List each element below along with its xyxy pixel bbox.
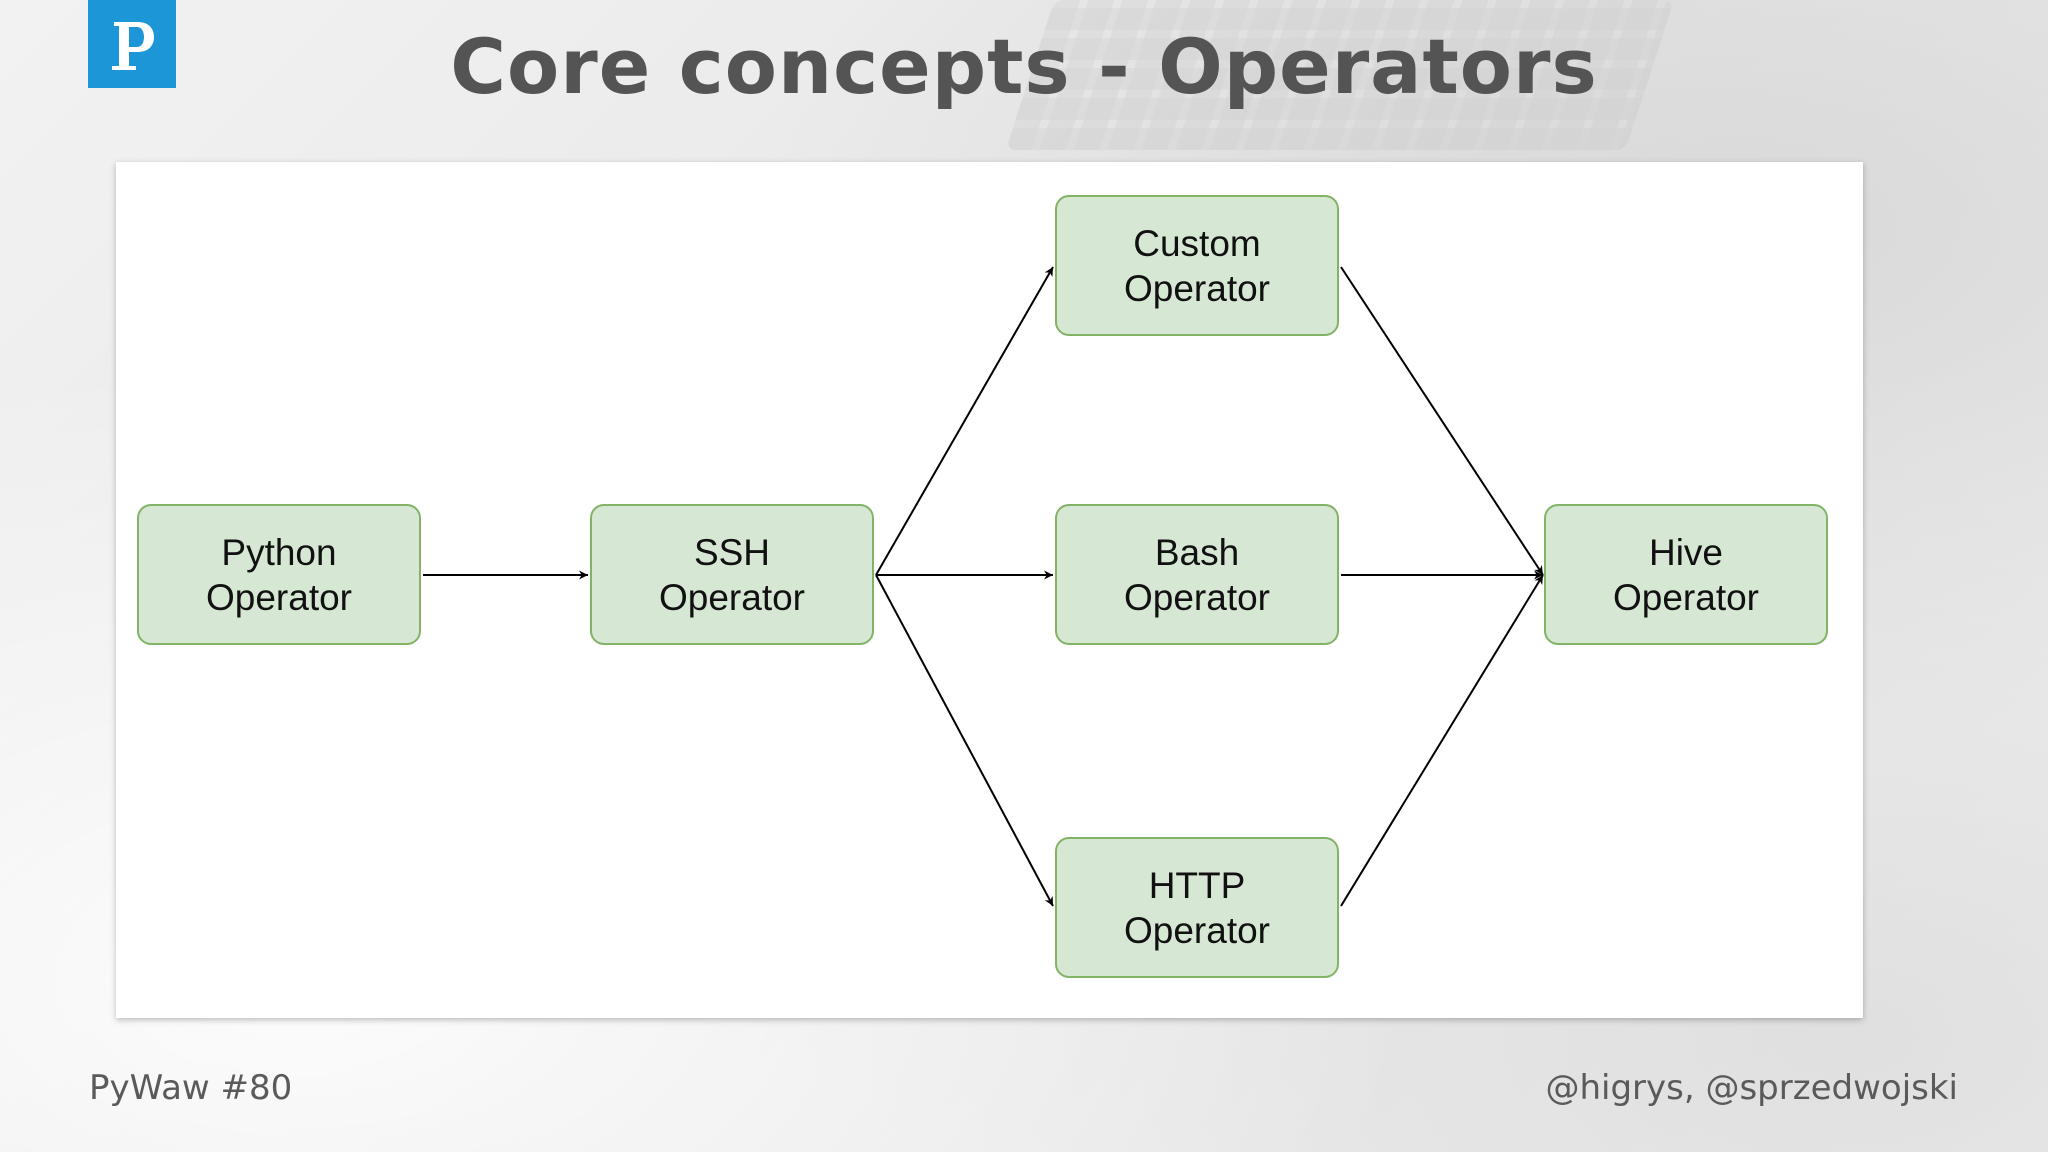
node-hive-operator: Hive Operator bbox=[1544, 504, 1828, 645]
slide-title: Core concepts - Operators bbox=[450, 22, 1598, 111]
node-label-line1: HTTP bbox=[1148, 864, 1246, 906]
node-label-line2: Operator bbox=[1123, 267, 1270, 309]
pywaw-logo-icon bbox=[88, 0, 176, 88]
node-bash-operator: Bash Operator bbox=[1055, 504, 1339, 645]
node-label-line1: Python bbox=[221, 531, 337, 573]
node-label-line2: Operator bbox=[658, 576, 805, 618]
node-python-operator: Python Operator bbox=[137, 504, 421, 645]
node-label-line2: Operator bbox=[1123, 576, 1270, 618]
node-label-line2: Operator bbox=[205, 576, 352, 618]
node-label-line1: Custom bbox=[1133, 222, 1261, 264]
edge-http-hive bbox=[1340, 574, 1544, 907]
diagram-edges bbox=[423, 266, 1544, 907]
node-label-line1: Hive bbox=[1648, 531, 1724, 573]
node-label-line2: Operator bbox=[1612, 576, 1759, 618]
node-label-line1: Bash bbox=[1154, 531, 1240, 573]
node-label-line1: SSH bbox=[693, 531, 771, 573]
logo-glyph bbox=[112, 22, 154, 70]
edge-custom-hive bbox=[1340, 266, 1544, 576]
edge-ssh-custom bbox=[875, 266, 1054, 576]
edge-ssh-http bbox=[875, 574, 1054, 907]
footer-authors-label: @higrys, @sprzedwojski bbox=[1545, 1068, 1958, 1108]
footer-event-label: PyWaw #80 bbox=[89, 1068, 293, 1108]
diagram-card: Python Operator SSH Operator Custom Oper… bbox=[116, 162, 1863, 1018]
node-ssh-operator: SSH Operator bbox=[590, 504, 874, 645]
node-http-operator: HTTP Operator bbox=[1055, 837, 1339, 978]
node-label-line2: Operator bbox=[1123, 909, 1270, 951]
node-custom-operator: Custom Operator bbox=[1055, 195, 1339, 336]
